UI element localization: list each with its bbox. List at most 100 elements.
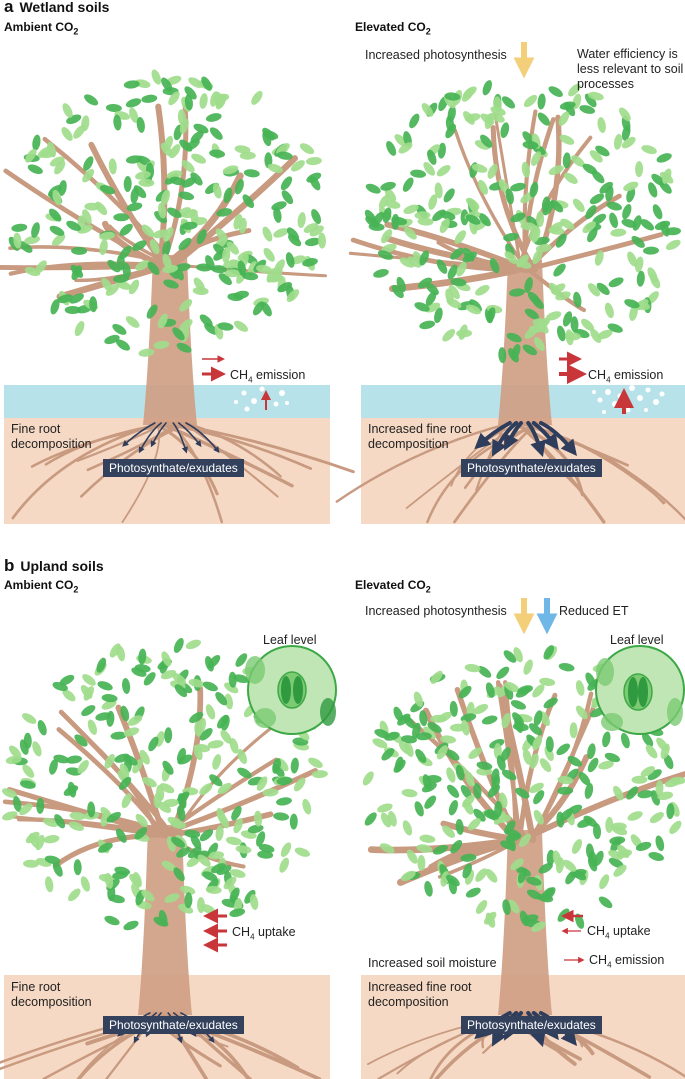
leaf xyxy=(276,151,293,160)
leaf xyxy=(151,69,162,85)
leaf xyxy=(584,783,594,799)
leaf xyxy=(106,710,115,727)
leaf xyxy=(365,216,380,228)
leaf xyxy=(592,213,607,225)
leaf xyxy=(608,277,624,288)
leaf xyxy=(374,729,390,739)
leaf xyxy=(391,284,404,299)
leaf xyxy=(589,150,603,163)
leaf xyxy=(391,216,408,226)
leaf xyxy=(49,156,65,167)
leaf xyxy=(215,825,224,842)
leaf xyxy=(196,897,206,914)
leaf xyxy=(536,317,551,330)
leaf xyxy=(43,835,60,844)
leaf xyxy=(498,347,507,364)
leaf xyxy=(66,755,82,764)
leaf xyxy=(229,869,246,878)
ch4-emission-label: CH4 emission xyxy=(589,953,664,973)
leaf xyxy=(637,790,654,799)
leaf xyxy=(179,885,196,895)
leaf xyxy=(191,153,207,164)
leaf xyxy=(478,179,488,195)
leaf xyxy=(460,785,472,799)
leaf xyxy=(464,663,481,673)
leaf xyxy=(123,176,132,192)
leaf xyxy=(125,316,140,328)
leaf xyxy=(25,148,37,163)
leaf xyxy=(290,757,299,774)
leaf xyxy=(482,80,493,96)
leaf xyxy=(222,247,231,264)
leaf xyxy=(19,739,29,755)
leaf xyxy=(242,194,255,209)
leaf xyxy=(477,666,492,678)
leaf xyxy=(423,161,435,176)
leaf xyxy=(606,201,622,211)
leaf xyxy=(427,722,442,733)
leaf xyxy=(434,182,443,199)
leaf xyxy=(199,783,213,796)
leaf xyxy=(125,155,142,164)
leaf xyxy=(486,307,496,323)
leaf xyxy=(513,647,523,663)
branch xyxy=(42,136,177,268)
leaf xyxy=(32,741,42,757)
leaf xyxy=(590,328,602,343)
leaf xyxy=(197,717,207,734)
leaf xyxy=(537,112,550,126)
leaf xyxy=(276,797,292,806)
leaf xyxy=(149,239,160,255)
leaf xyxy=(585,205,597,220)
leaf xyxy=(35,834,45,851)
leaf xyxy=(83,156,94,171)
leaf xyxy=(379,843,395,854)
leaf xyxy=(478,213,491,227)
leaf xyxy=(490,112,505,123)
leaf xyxy=(185,639,202,650)
leaf xyxy=(280,842,292,858)
leaf xyxy=(588,283,600,297)
leaf xyxy=(473,808,486,822)
leaf xyxy=(491,768,500,785)
leaf xyxy=(662,168,672,184)
leaf xyxy=(176,846,191,858)
leaf xyxy=(557,786,574,795)
leaf xyxy=(104,915,120,926)
leaf xyxy=(539,758,552,772)
leaf xyxy=(168,91,180,106)
leaf xyxy=(559,134,575,145)
leaf xyxy=(532,684,545,698)
leaf-level-label: Leaf level xyxy=(263,633,317,647)
leaf xyxy=(503,650,517,663)
branch xyxy=(523,754,590,843)
leaf xyxy=(531,921,546,932)
leaf xyxy=(97,681,113,691)
leaf xyxy=(567,755,582,767)
leaf xyxy=(649,812,664,824)
leaf xyxy=(304,237,321,247)
leaf xyxy=(294,847,311,857)
leaf xyxy=(234,178,244,195)
leaf xyxy=(73,125,86,139)
leaf xyxy=(251,90,263,105)
leaf xyxy=(113,213,130,222)
decomposition-arrows xyxy=(122,422,220,454)
leaf xyxy=(592,823,602,840)
leaf xyxy=(446,298,462,309)
leaf xyxy=(645,744,658,759)
leaf xyxy=(501,769,517,781)
leaf xyxy=(118,776,132,790)
leaf xyxy=(516,254,529,268)
leaf xyxy=(522,140,539,150)
leaf xyxy=(585,843,595,860)
leaf xyxy=(49,208,62,222)
leaf xyxy=(205,704,216,720)
leaf xyxy=(98,842,113,853)
leaf xyxy=(535,244,552,253)
ch4-subscript: 4 xyxy=(607,960,612,970)
leaf xyxy=(419,320,436,330)
leaf xyxy=(305,157,322,166)
foliage xyxy=(8,69,327,357)
leaf xyxy=(138,348,155,357)
